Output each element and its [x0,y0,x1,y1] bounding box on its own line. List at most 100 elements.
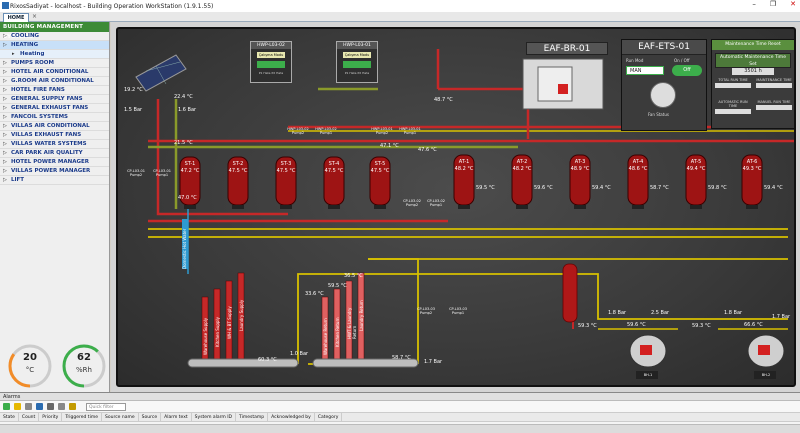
expand-arrow-icon[interactable]: ▷ [3,59,7,66]
maximize-button[interactable]: ❐ [769,0,777,8]
alarm-column-header[interactable]: Timestamp [236,413,269,421]
hwp-l03-01-panel[interactable]: HWP-L03-01 Çalışma Modu P1 Hata P2 Hata [336,41,378,83]
alarm-column-header[interactable]: Priority [39,413,63,421]
maintenance-setpoint: Automatic Maintenance Time Set 3501 h [715,53,791,75]
alarm-column-header[interactable]: Source [139,413,162,421]
onoff-toggle[interactable]: Off [672,65,702,76]
sidebar-item-villas-power-manager[interactable]: ▷VILLAS POWER MANAGER [0,167,109,176]
sidebar-item-car-park-air-quality[interactable]: ▷CAR PARK AIR QUALITY [0,149,109,158]
expand-arrow-icon[interactable]: ▷ [3,41,7,48]
maintenance-title[interactable]: Maintenance Time Reset [712,40,794,50]
tank-name: AT-3 [574,159,586,165]
alarm-column-header[interactable]: Triggered time [62,413,102,421]
star-icon[interactable] [69,403,76,410]
tab-close-icon[interactable]: × [32,13,38,20]
gauge-fill [8,344,52,388]
maintenance-setpoint-value[interactable]: 3501 h [732,68,774,75]
acknowledge-icon[interactable] [3,403,10,410]
temperature-unit: °C [25,366,35,374]
alarm-column-header[interactable]: Source name [102,413,139,421]
tank-name: AT-6 [746,159,758,165]
quick-filter-input[interactable]: Quick filter [86,402,126,411]
riser-label: Laundry Supply [239,299,244,331]
pump-label: HWP-L03-02 Pump2 [287,127,309,135]
tank-side-temp: 59.5 °C [476,185,495,191]
expand-arrow-icon[interactable]: ▸ [12,50,15,57]
sidebar-item-villas-air-conditional[interactable]: ▷VILLAS AIR CONDITIONAL [0,122,109,131]
alarm-column-header[interactable]: Acknowledged by [268,413,315,421]
alarm-column-header[interactable]: Category [315,413,343,421]
alarm-column-header[interactable]: Alarm text [161,413,192,421]
riser-label: Laundry Return [359,300,364,331]
expand-arrow-icon[interactable]: ▷ [3,113,7,120]
tab-home[interactable]: HOME [3,13,29,22]
sidebar-item-lift[interactable]: ▷LIFT [0,176,109,185]
eaf-title: EAF-BR-01 [526,42,608,55]
expand-arrow-icon[interactable]: ▷ [3,86,7,93]
run-mode-select[interactable]: MAN [626,66,664,75]
sidebar-item-label: VILLAS WATER SYSTEMS [11,140,87,147]
alarm-column-header[interactable]: State [0,413,19,421]
sidebar-item-hotel-power-manager[interactable]: ▷HOTEL POWER MANAGER [0,158,109,167]
status-bar [0,424,800,433]
edit-icon[interactable] [25,403,32,410]
tank-base [458,205,470,209]
expand-arrow-icon[interactable]: ▷ [3,32,7,39]
hwp-l03-02-panel[interactable]: HWP-L03-02 Çalışma Modu P1 Hata P2 Hata [250,41,292,83]
sidebar-item-g-room-air-conditional[interactable]: ▷G.ROOM AIR CONDITIONAL [0,77,109,86]
alarm-column-header[interactable]: Count [19,413,40,421]
expand-arrow-icon[interactable]: ▷ [3,77,7,84]
riser-label: HWT & Laundry Return [347,307,357,339]
humidity-value: 62 [77,352,91,363]
expand-arrow-icon[interactable]: ▷ [3,176,7,183]
alarms-toolbar: Quick filter [0,401,800,413]
warning-icon[interactable] [14,403,21,410]
sidebar-item-villas-exhaust-fans[interactable]: ▷ VILLAS EXHAUST FANS [0,131,109,140]
filter-icon[interactable] [58,403,65,410]
pump-label: CP-L03-01 Pump1 [153,169,171,177]
humidity-unit: %Rh [76,366,92,374]
boiler2-label: BH-2 [761,373,771,377]
expand-arrow-icon[interactable]: ▷ [3,104,7,111]
hwp-status-bar [257,61,285,68]
sidebar-item-cooling[interactable]: ▷COOLING [0,32,109,41]
eaf-fan-unit-icon [522,58,604,110]
boiler-bh1-icon [629,334,667,379]
sidebar: BUILDING MANAGEMENT SYSTEMS ▷COOLING▷HEA… [0,22,110,392]
expand-arrow-icon[interactable]: ▷ [3,68,7,75]
tank-base [574,205,586,209]
sidebar-item-hotel-air-conditional[interactable]: ▷HOTEL AIR CONDITIONAL [0,68,109,77]
riser-temp-3: 36.5 °C [344,273,363,279]
tab-bar: HOME × [0,12,800,22]
sidebar-item-heating[interactable]: ▸Heating [0,50,109,59]
sidebar-item-hotel-fire-fans[interactable]: ▷HOTEL FIRE FANS [0,86,109,95]
boiler2-inlet-temp: 59.3 °C [692,323,711,329]
sidebar-item-villas-water-systems[interactable]: ▷ VILLAS WATER SYSTEMS [0,140,109,149]
sidebar-item-general-supply-fans[interactable]: ▷GENERAL SUPPLY FANS [0,95,109,104]
sidebar-item-heating[interactable]: ▷HEATING [0,41,109,50]
sidebar-item-pumps-room[interactable]: ▷PUMPS ROOM [0,59,109,68]
expand-arrow-icon[interactable]: ▷ [3,131,7,138]
mid-bottom-pressure: 1.7 Bar [424,359,443,365]
alarm-column-header[interactable]: System alarm ID [192,413,237,421]
boiler-bh2-icon [747,334,785,379]
sidebar-item-fancoil-systems[interactable]: ▷FANCOIL SYSTEMS [0,113,109,122]
refresh-icon[interactable] [36,403,43,410]
tank-temp: 47.5 °C [276,168,296,174]
hide-icon[interactable] [47,403,54,410]
minimize-button[interactable]: – [752,0,756,8]
supply-manifold [187,358,299,368]
expand-arrow-icon[interactable]: ▷ [3,95,7,102]
sidebar-item-label: VILLAS EXHAUST FANS [11,131,82,138]
expand-arrow-icon[interactable]: ▷ [3,140,7,147]
total-run-time: TOTAL RUN TIME [715,78,751,88]
tank-temp: 47.5 °C [370,168,390,174]
expand-arrow-icon[interactable]: ▷ [3,149,7,156]
sidebar-item-general-exhaust-fans[interactable]: ▷GENERAL EXHAUST FANS [0,104,109,113]
tank-side-temp: 59.4 °C [764,185,783,191]
expand-arrow-icon[interactable]: ▷ [3,122,7,129]
close-button[interactable]: ✕ [790,0,796,8]
expand-arrow-icon[interactable]: ▷ [3,158,7,165]
pump-label: CP-L03-02 Pump1 [427,199,445,207]
expand-arrow-icon[interactable]: ▷ [3,167,7,174]
